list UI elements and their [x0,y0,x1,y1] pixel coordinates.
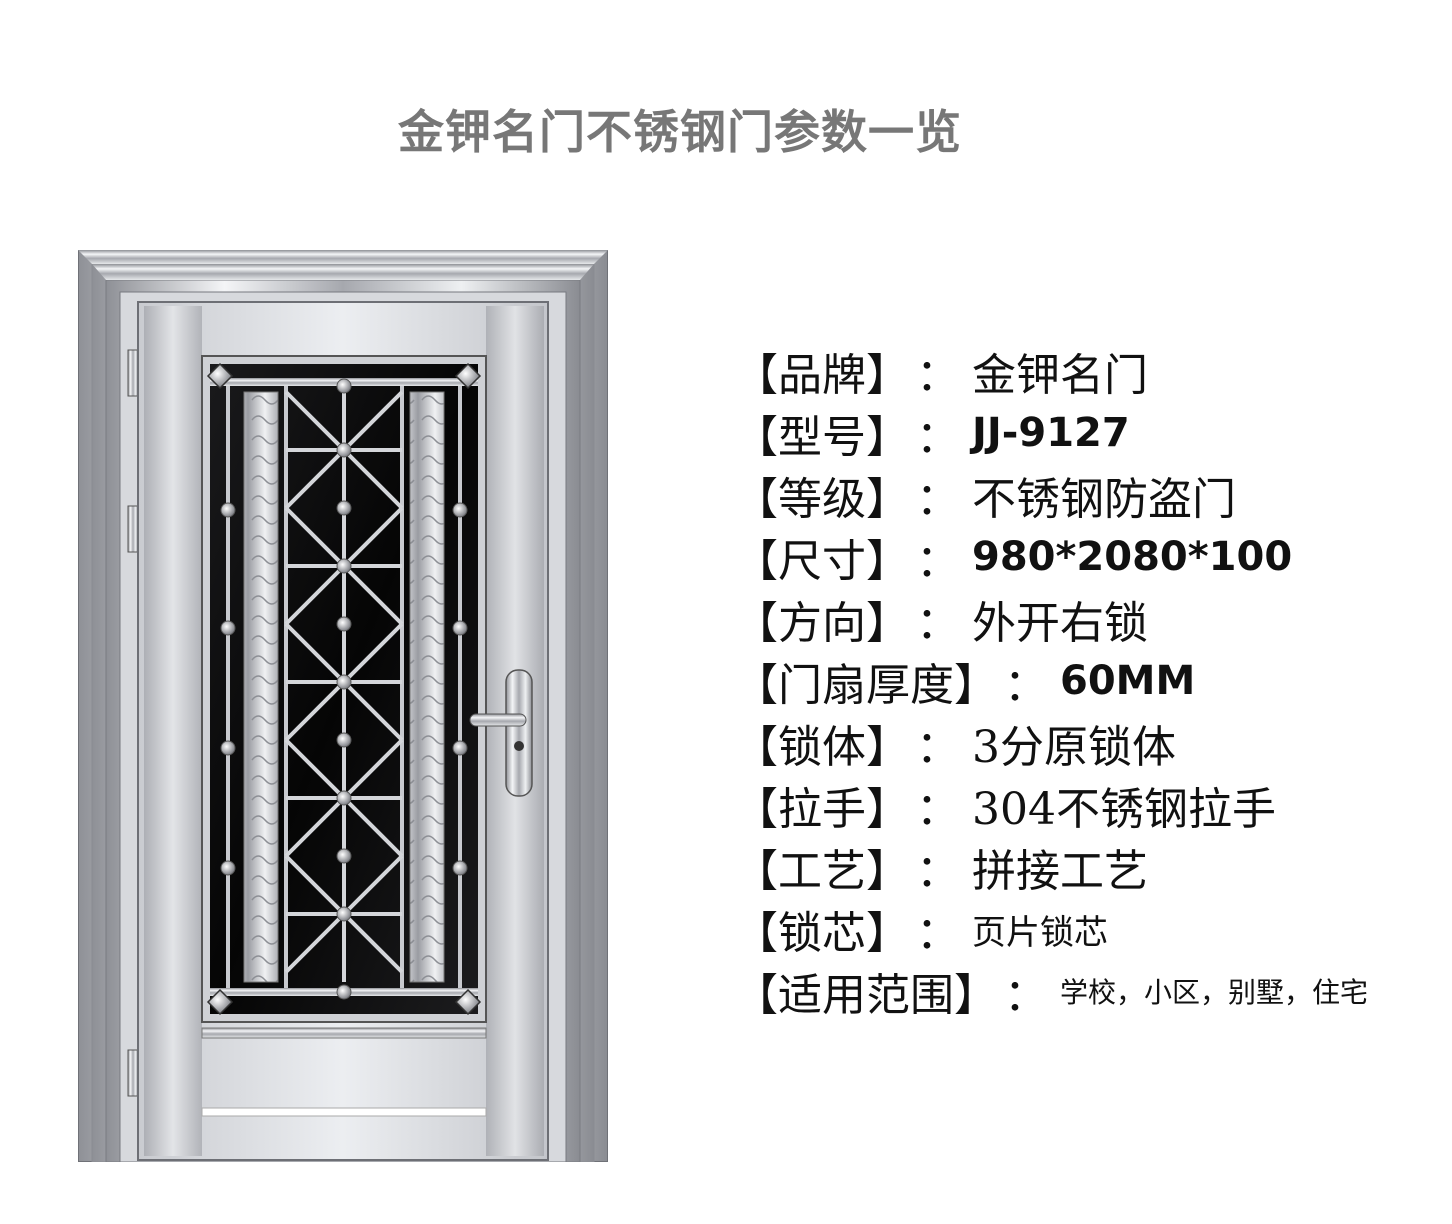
spec-colon: ： [916,412,960,463]
spec-row: 【品牌】：金钾名门 [734,340,1368,402]
spec-value: 页片锁芯 [972,912,1108,953]
spec-value: 不锈钢防盗门 [972,474,1236,525]
spec-colon: ： [916,350,960,401]
spec-colon: ： [916,722,960,773]
spec-row: 【方向】：外开右锁 [734,588,1368,650]
spec-row: 【拉手】：304不锈钢拉手 [734,774,1368,836]
spec-colon: ： [916,908,960,959]
spec-colon: ： [1004,660,1048,711]
spec-label: 【适用范围】 [734,970,998,1021]
spec-colon: ： [916,536,960,587]
spec-label: 【方向】 [734,598,910,649]
spec-label: 【品牌】 [734,350,910,401]
spec-value: 304不锈钢拉手 [972,784,1276,835]
spec-row: 【适用范围】： 学校，小区，别墅，住宅 [734,960,1368,1022]
spec-colon: ： [916,474,960,525]
spec-value: 外开右锁 [972,598,1148,649]
spec-label: 【等级】 [734,474,910,525]
spec-row: 【门扇厚度】： 60MM [734,650,1368,712]
spec-value: 980*2080*100 [972,534,1293,580]
spec-label: 【工艺】 [734,846,910,897]
spec-list: 【品牌】：金钾名门【型号】：JJ-9127【等级】：不锈钢防盗门【尺寸】：980… [734,340,1368,1022]
spec-label: 【尺寸】 [734,536,910,587]
spec-value: 拼接工艺 [972,846,1148,897]
spec-value: 金钾名门 [972,350,1148,401]
spec-row: 【型号】： JJ-9127 [734,402,1368,464]
spec-label: 【锁芯】 [734,908,910,959]
spec-row: 【尺寸】： 980*2080*100 [734,526,1368,588]
spec-row: 【锁体】：3分原锁体 [734,712,1368,774]
spec-label: 【锁体】 [734,722,910,773]
spec-value: JJ-9127 [972,410,1130,456]
spec-label: 【拉手】 [734,784,910,835]
spec-row: 【等级】：不锈钢防盗门 [734,464,1368,526]
spec-label: 【门扇厚度】 [734,660,998,711]
spec-colon: ： [1004,970,1048,1021]
spec-row: 【工艺】：拼接工艺 [734,836,1368,898]
spec-colon: ： [916,846,960,897]
spec-colon: ： [916,784,960,835]
spec-label: 【型号】 [734,412,910,463]
door-image [78,250,608,1162]
spec-colon: ： [916,598,960,649]
spec-value: 60MM [1060,658,1196,704]
spec-value: 学校，小区，别墅，住宅 [1060,976,1369,1009]
spec-row: 【锁芯】： 页片锁芯 [734,898,1368,960]
spec-value: 3分原锁体 [972,722,1176,773]
page-title: 金钾名门不锈钢门参数一览 [398,105,962,159]
